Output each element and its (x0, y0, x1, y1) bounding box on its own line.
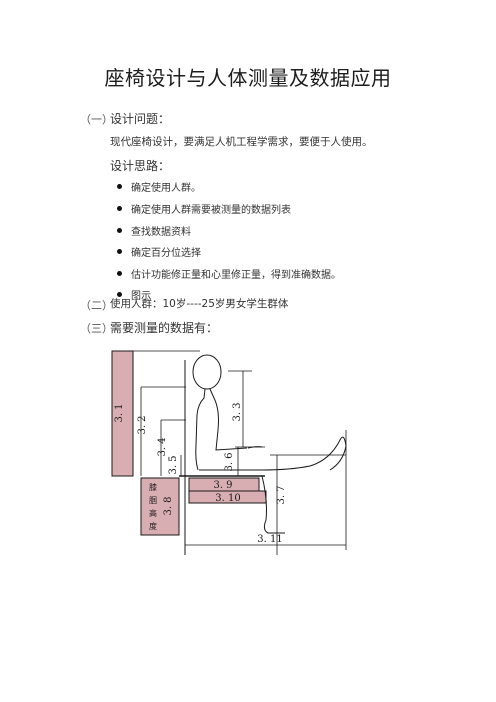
label-3-5: 3. 5 (168, 455, 179, 474)
section-2-text: 使用人群：10岁----25岁男女学生群体 (110, 296, 288, 311)
age-to: 25 (201, 298, 215, 310)
section-2-suffix: 岁男女学生群体 (214, 298, 289, 310)
document-title: 座椅设计与人体测量及数据应用 (104, 66, 392, 90)
label-3-1: 3. 1 (114, 403, 125, 422)
bullet-item: 估计功能修正量和心里修正量，得到准确数据。 (131, 270, 341, 281)
knee-char: 度 (149, 521, 157, 531)
bullet-item: 图示 (131, 291, 151, 302)
label-3-10: 3. 10 (215, 493, 240, 504)
knee-char: 高 (149, 508, 157, 518)
pink-box-knee-height (140, 477, 180, 536)
knee-char: 腘 (149, 496, 157, 505)
section-3-heading: 需要测量的数据有： (110, 321, 219, 335)
dimension-lines (133, 350, 347, 555)
bullet-dot (117, 249, 122, 254)
section-1-number: （一） (80, 113, 113, 126)
section-2-number: （二） (80, 299, 113, 312)
bullet-dot (117, 206, 122, 211)
pink-bar-3-1 (111, 350, 134, 477)
knee-char: 膝 (149, 482, 157, 492)
label-3-3: 3. 3 (232, 402, 243, 421)
bullet-item: 查找数据资料 (131, 227, 191, 238)
bullet-item: 确定使用人群。 (131, 183, 201, 194)
section-1-subheading: 设计思路： (110, 159, 171, 173)
section-1-paragraph: 现代座椅设计，要满足人机工程学需求，要便于人使用。 (110, 136, 373, 148)
section-1-heading: 设计问题： (110, 112, 171, 126)
bullet-item: 确定百分位选择 (131, 248, 201, 259)
bullet-item: 确定使用人群需要被测量的数据列表 (131, 205, 291, 216)
bullet-dot (117, 271, 122, 276)
label-3-6: 3. 6 (224, 452, 235, 471)
label-3-4: 3. 4 (157, 437, 168, 456)
age-dash: ---- (186, 298, 202, 310)
bullet-dot (117, 228, 122, 233)
human-figure (192, 354, 347, 534)
age-unit: 岁 (175, 298, 187, 310)
bullet-dot (117, 184, 122, 189)
label-3-9: 3. 9 (213, 480, 232, 491)
label-3-11: 3. 11 (257, 534, 282, 545)
age-from: 10 (162, 298, 176, 310)
section-2-prefix: 使用人群： (110, 298, 163, 310)
bullet-dot (117, 292, 122, 297)
label-3-2: 3. 2 (137, 415, 148, 434)
label-3-8: 3. 8 (163, 496, 174, 515)
section-3-number: （三） (80, 322, 113, 335)
label-3-7: 3. 7 (276, 485, 287, 504)
